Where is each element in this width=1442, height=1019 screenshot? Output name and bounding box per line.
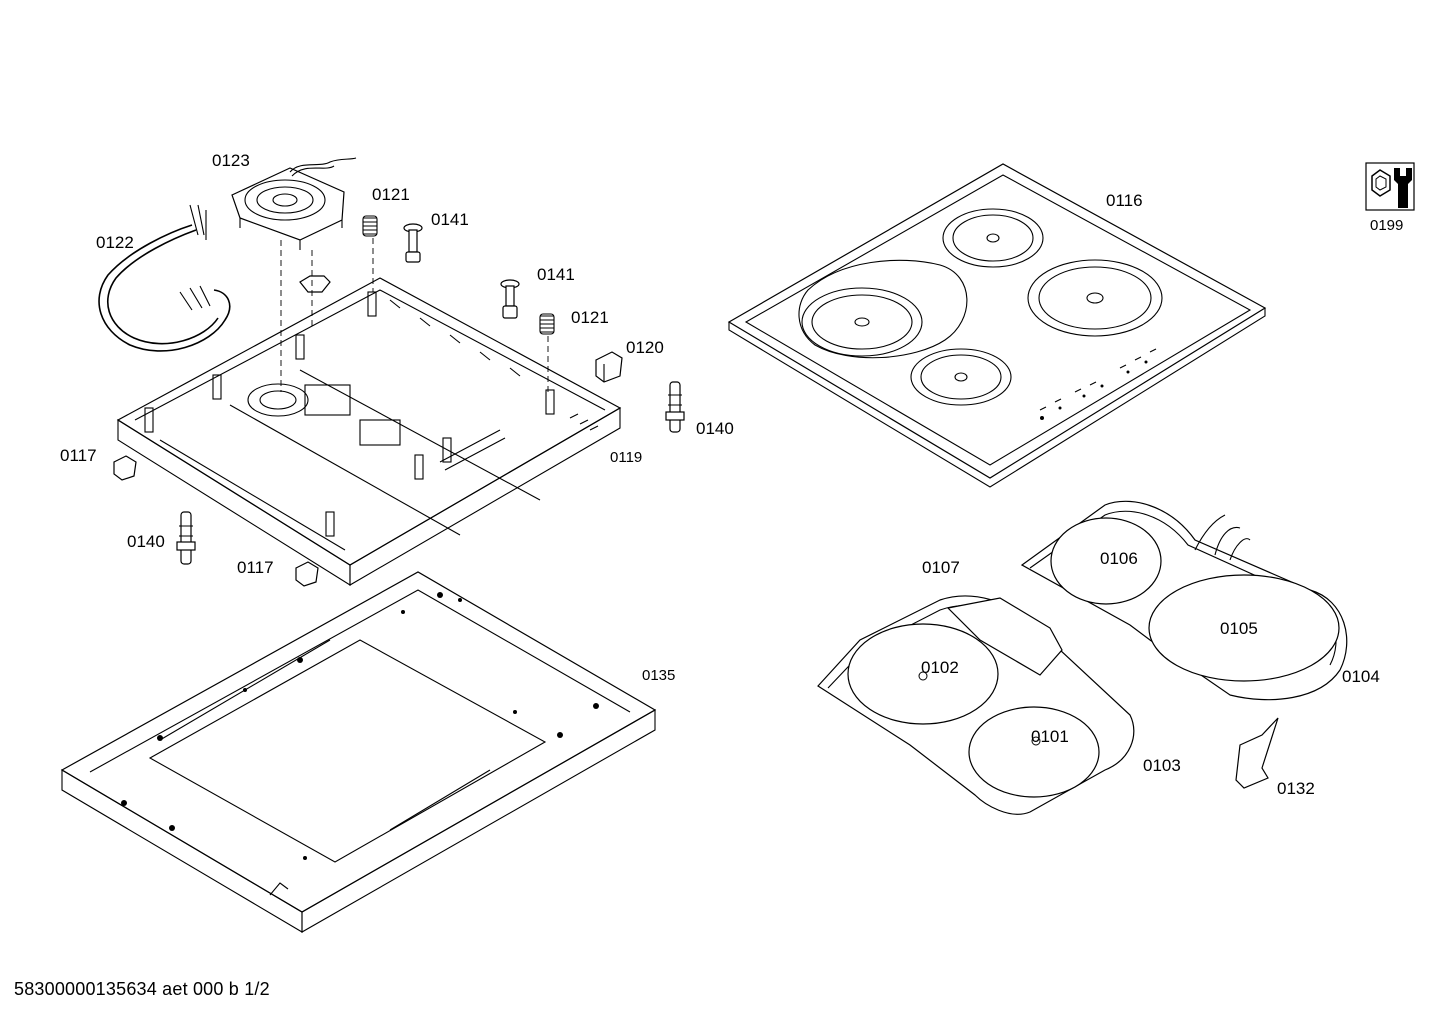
power-cable-drawing — [98, 204, 231, 352]
part-label-0119: 0119 — [610, 449, 642, 466]
spring-drawing-a — [362, 215, 378, 237]
wrench-nut-icon — [1365, 162, 1415, 211]
bracket-drawing-b — [295, 561, 319, 587]
coil-support-drawing — [817, 595, 1135, 815]
assembly-lines — [280, 238, 549, 392]
mounting-frame-drawing — [60, 571, 657, 933]
part-label-0141-a: 0141 — [431, 210, 469, 229]
part-label-0106: 0106 — [1100, 549, 1138, 568]
part-label-0101: 0101 — [1031, 727, 1069, 746]
part-label-0140-a: 0140 — [696, 419, 734, 438]
clip-drawing — [595, 351, 623, 383]
spring-drawing-b — [539, 313, 555, 335]
part-label-0116: 0116 — [1106, 191, 1143, 210]
part-label-0117-a: 0117 — [60, 446, 97, 465]
angle-bracket-drawing — [1235, 717, 1279, 789]
part-label-0123: 0123 — [212, 151, 250, 170]
part-label-0102: 0102 — [921, 658, 959, 677]
fastener-drawing-a — [665, 381, 685, 433]
part-label-0140-b: 0140 — [127, 532, 165, 551]
part-label-0199: 0199 — [1370, 217, 1403, 234]
part-label-0122: 0122 — [96, 233, 134, 252]
fastener-drawing-b — [176, 511, 196, 565]
part-label-0141-b: 0141 — [537, 265, 575, 284]
foot-drawing-b — [500, 279, 520, 319]
part-label-0117-b: 0117 — [237, 558, 274, 577]
housing-tray-drawing — [116, 277, 622, 586]
part-label-0135: 0135 — [642, 667, 675, 684]
part-label-0107: 0107 — [922, 558, 960, 577]
foot-drawing-a — [403, 223, 423, 263]
part-label-0132: 0132 — [1277, 779, 1315, 798]
part-label-0121-b: 0121 — [571, 308, 609, 327]
fan-unit-drawing — [231, 157, 357, 250]
document-id-footer: 58300000135634 aet 000 b 1/2 — [14, 979, 270, 999]
coil-carrier-plate-drawing — [1020, 500, 1348, 701]
bracket-drawing-a — [113, 455, 137, 481]
part-label-0104: 0104 — [1342, 667, 1380, 686]
part-label-0120: 0120 — [626, 338, 664, 357]
part-label-0121-a: 0121 — [372, 185, 410, 204]
fan-bracket-drawing — [299, 275, 331, 293]
part-label-0105: 0105 — [1220, 619, 1258, 638]
ceramic-hob-top-drawing — [727, 163, 1267, 488]
part-label-0103: 0103 — [1143, 756, 1181, 775]
